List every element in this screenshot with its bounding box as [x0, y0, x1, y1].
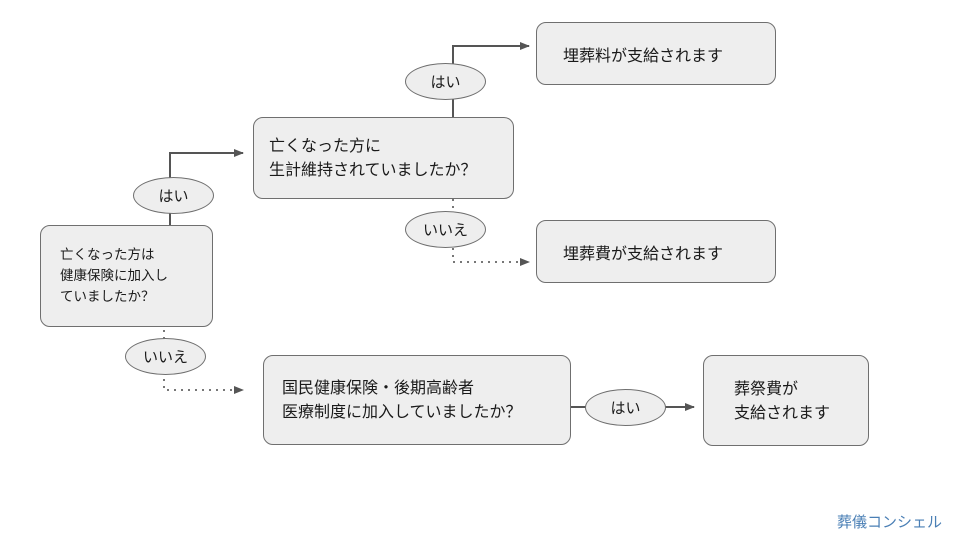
- yes-label-national: はい: [585, 389, 666, 426]
- funeral-cost-result-box: 葬祭費が 支給されます: [703, 355, 869, 446]
- supported-question-text: 亡くなった方に 生計維持されていましたか？: [269, 136, 477, 179]
- burial-fee-result-box: 埋葬料が支給されます: [536, 22, 776, 85]
- no-label-start: いいえ: [125, 338, 206, 375]
- start-question-text: 亡くなった方は 健康保険に加入し ていましたか？: [60, 246, 168, 305]
- national-insurance-question-box: 国民健康保険・後期高齢者 医療制度に加入していましたか？: [263, 355, 571, 445]
- burial-fee-result-text: 埋葬料が支給されます: [563, 45, 724, 65]
- no-connector-start: [163, 330, 244, 394]
- no-label-supported: いいえ: [405, 211, 486, 248]
- national-insurance-question-text: 国民健康保険・後期高齢者 医療制度に加入していましたか？: [282, 378, 522, 421]
- funeral-cost-result-text: 葬祭費が 支給されます: [734, 378, 831, 422]
- burial-cost-result-text: 埋葬費が支給されます: [563, 243, 724, 263]
- burial-cost-result-box: 埋葬費が支給されます: [536, 220, 776, 283]
- supported-question-box: 亡くなった方に 生計維持されていましたか？: [253, 117, 514, 199]
- start-question-box: 亡くなった方は 健康保険に加入し ていましたか？: [40, 225, 213, 327]
- brand-logo-text: 葬儀コンシェル: [836, 513, 942, 531]
- yes-label-supported: はい: [405, 63, 486, 100]
- yes-label-start: はい: [133, 177, 214, 214]
